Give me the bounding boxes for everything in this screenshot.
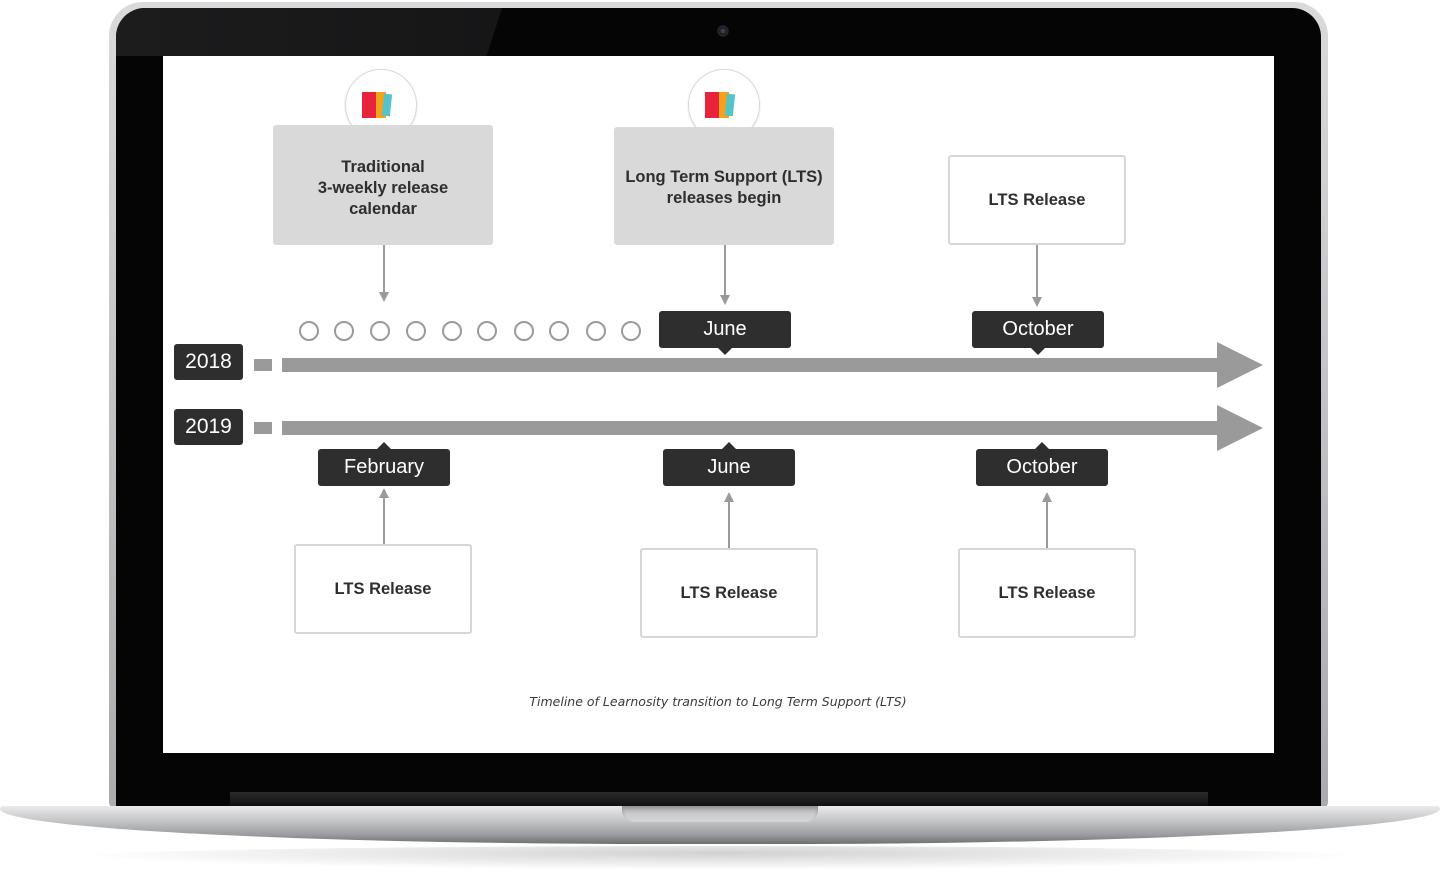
year-label-2018: 2018 — [174, 344, 243, 380]
weekly-release-dot — [370, 321, 390, 341]
timeline-2019-stub — [254, 422, 272, 434]
laptop-shadow — [60, 846, 1380, 870]
lts-release-box-2018: LTS Release — [948, 155, 1126, 245]
year-label-2019: 2019 — [174, 409, 243, 445]
lts-release-box-june-2019: LTS Release — [640, 548, 818, 638]
laptop-notch — [622, 806, 818, 822]
month-label-october-2018: October — [972, 311, 1104, 355]
weekly-release-dot — [334, 321, 354, 341]
timeline-2018-line — [282, 358, 1222, 372]
weekly-release-dot — [621, 321, 641, 341]
weekly-release-dot — [514, 321, 534, 341]
month-label-june-2019: June — [663, 442, 795, 486]
laptop-hinge — [230, 792, 1208, 806]
traditional-calendar-box: Traditional 3-weekly release calendar — [273, 125, 493, 245]
timeline-2018-stub — [254, 359, 272, 371]
timeline-2018-arrowhead — [1217, 342, 1263, 388]
lts-release-box-february-2019: LTS Release — [294, 544, 472, 634]
learnosity-logo-icon — [705, 92, 736, 118]
weekly-release-dot — [477, 321, 497, 341]
timeline-2019-line — [282, 421, 1222, 435]
timeline-2019-arrowhead — [1217, 405, 1263, 451]
lts-release-box-october-2019: LTS Release — [958, 548, 1136, 638]
weekly-release-dot — [406, 321, 426, 341]
month-label-october-2019: October — [976, 442, 1108, 486]
diagram-caption: Timeline of Learnosity transition to Lon… — [529, 694, 907, 709]
weekly-release-dot — [586, 321, 606, 341]
lts-begin-box: Long Term Support (LTS) releases begin — [614, 127, 834, 245]
webcam-icon — [717, 25, 729, 37]
weekly-release-dot — [442, 321, 462, 341]
weekly-release-dot — [299, 321, 319, 341]
timeline-graphics — [254, 245, 1263, 549]
month-label-february-2019: February — [318, 442, 450, 486]
learnosity-logo-icon — [362, 92, 393, 118]
month-label-june-2018: June — [659, 311, 791, 355]
bezel-glare — [116, 8, 502, 56]
laptop-screen: Traditional 3-weekly release calendar Lo… — [163, 56, 1274, 753]
weekly-release-dot — [549, 321, 569, 341]
